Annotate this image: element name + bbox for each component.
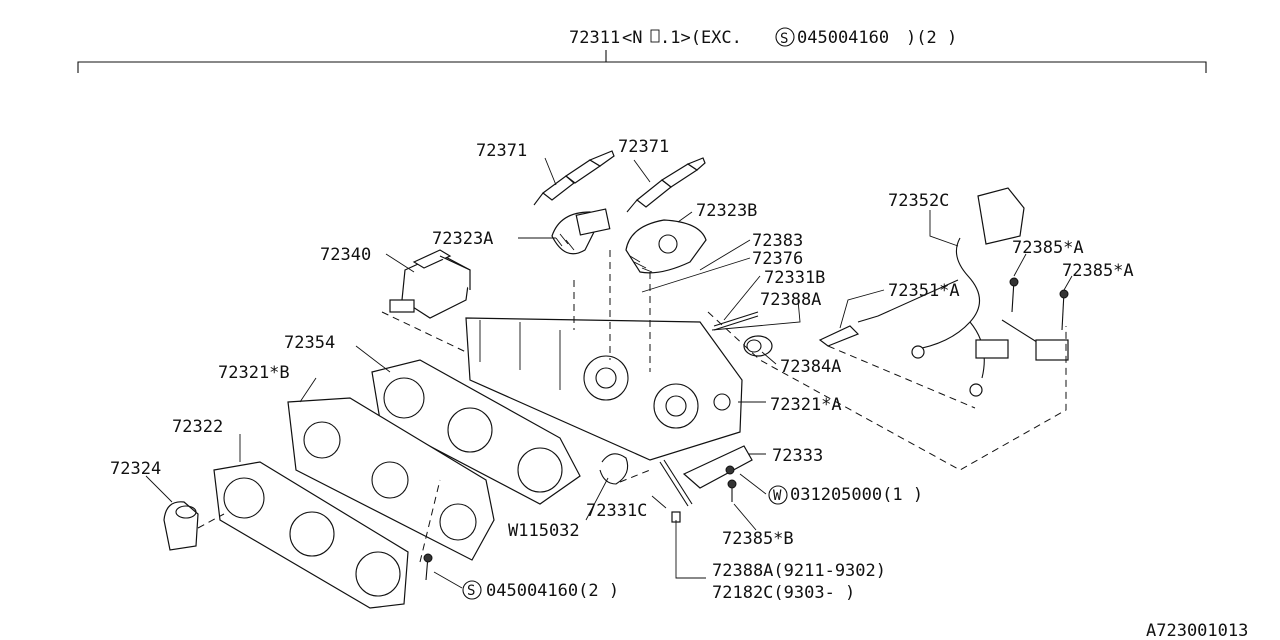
label-72324: 72324 bbox=[110, 459, 161, 479]
label-w-code: 031205000(1 ) bbox=[790, 485, 923, 505]
reference-code: A723001013 bbox=[1146, 621, 1248, 640]
label-72385a-2: 72385*A bbox=[1062, 261, 1134, 281]
label-72376: 72376 bbox=[752, 249, 803, 269]
header-group: 72311 <N .1>(EXC. S 045004160 )(2 ) bbox=[77, 27, 1207, 73]
header-note-2: .1>(EXC. bbox=[660, 28, 742, 48]
part-gear-72323a bbox=[551, 208, 611, 255]
part-gear-72323b bbox=[625, 219, 707, 274]
part-rod-72331c bbox=[659, 459, 693, 523]
label-72388a-bottom: 72388A(9211-9302) bbox=[712, 561, 886, 581]
label-72331b: 72331B bbox=[764, 268, 825, 288]
part-screw-72385b bbox=[727, 479, 737, 502]
header-qty: )(2 ) bbox=[906, 28, 957, 48]
part-housing-72354 bbox=[465, 317, 743, 461]
label-72385b: 72385*B bbox=[722, 529, 794, 549]
label-72182c: 72182C(9303- ) bbox=[712, 583, 855, 603]
assembly-dashed-lines bbox=[197, 250, 1067, 563]
part-screw-045004160 bbox=[423, 553, 433, 581]
label-w-badge: W bbox=[773, 488, 782, 504]
label-72321a: 72321*A bbox=[770, 395, 842, 415]
label-72333: 72333 bbox=[772, 446, 823, 466]
leader-lines bbox=[145, 157, 1073, 589]
part-bracket-72333 bbox=[682, 445, 753, 489]
part-screws-72385a bbox=[1009, 277, 1069, 331]
part-lever-72331b bbox=[713, 311, 759, 331]
label-72371-right: 72371 bbox=[618, 137, 669, 157]
part-motor-72340 bbox=[389, 249, 471, 319]
label-72351a: 72351*A bbox=[888, 281, 960, 301]
label-72371-left: 72371 bbox=[476, 141, 527, 161]
part-bezel-72321b bbox=[287, 397, 495, 561]
label-72383: 72383 bbox=[752, 231, 803, 251]
header-note: <N bbox=[622, 28, 642, 48]
label-w-badge-circle bbox=[768, 485, 788, 505]
label-s-code: 045004160(2 ) bbox=[486, 581, 619, 601]
part-sensor-left bbox=[533, 150, 615, 206]
label-72354: 72354 bbox=[284, 333, 335, 353]
part-knob-72324 bbox=[163, 501, 199, 551]
part-bushing-72384a bbox=[743, 335, 773, 357]
part-clip-w115032 bbox=[599, 453, 629, 485]
label-s-badge: S bbox=[467, 583, 475, 599]
header-s-badge-circle bbox=[775, 27, 795, 47]
header-part-number: 72311 bbox=[569, 28, 620, 48]
header-square-glyph bbox=[650, 29, 660, 43]
header-s-badge: S bbox=[780, 31, 788, 47]
header-code: 045004160 bbox=[797, 28, 889, 48]
label-72323a: 72323A bbox=[432, 229, 493, 249]
label-72352c: 72352C bbox=[888, 191, 949, 211]
part-sensor-right bbox=[626, 157, 706, 213]
label-72323b: 72323B bbox=[696, 201, 757, 221]
label-w115032: W115032 bbox=[508, 521, 580, 541]
label-s-badge-circle bbox=[462, 580, 482, 600]
header-bracket bbox=[77, 61, 1207, 73]
label-72321b: 72321*B bbox=[218, 363, 290, 383]
label-72340: 72340 bbox=[320, 245, 371, 265]
label-72384a: 72384A bbox=[780, 357, 841, 377]
part-labels: 72371 72371 72323B 72323A 72383 72376 72… bbox=[110, 137, 1248, 640]
label-72331c: 72331C bbox=[586, 501, 647, 521]
label-72385a-1: 72385*A bbox=[1012, 238, 1084, 258]
part-faceplate-72322 bbox=[213, 461, 409, 609]
part-harness-72352c bbox=[818, 187, 1069, 397]
label-72388a-top: 72388A bbox=[760, 290, 821, 310]
label-72322: 72322 bbox=[172, 417, 223, 437]
